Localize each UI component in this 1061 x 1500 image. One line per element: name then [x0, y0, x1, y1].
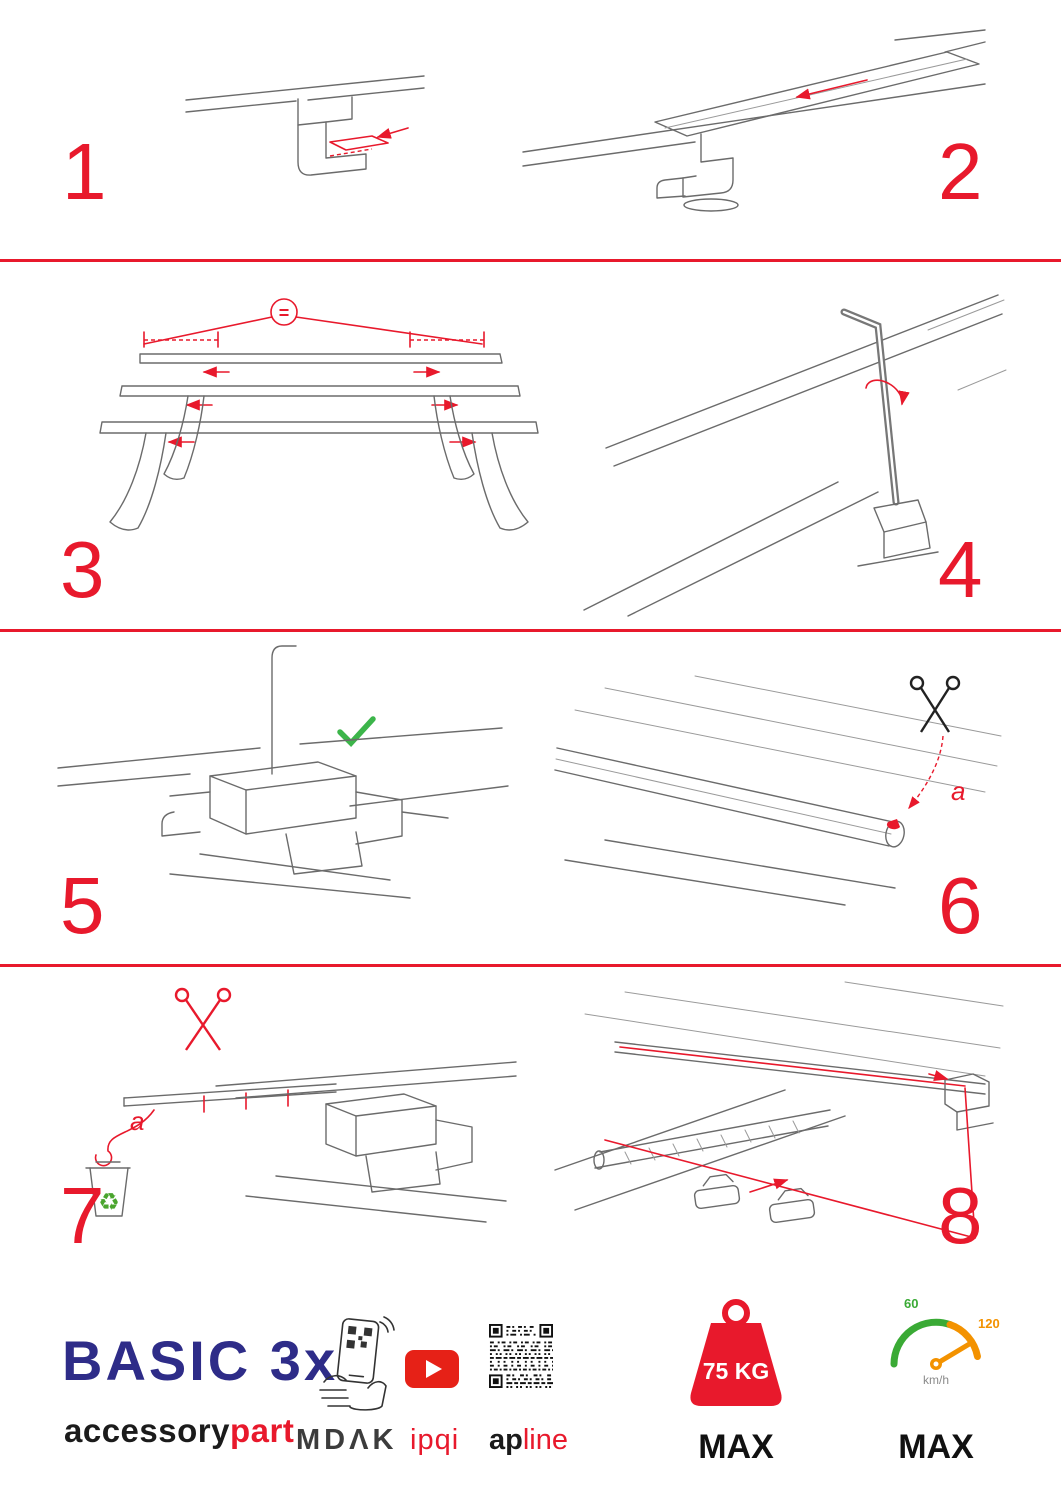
section-divider-1	[0, 259, 1061, 262]
equal-badge	[270, 298, 298, 326]
clamp-body	[209, 761, 357, 835]
step-4-illustration-hex-key-tighten	[583, 294, 1007, 617]
rotate-arrow	[865, 379, 910, 406]
equal-label: =	[279, 303, 290, 323]
scissors-icon	[909, 675, 961, 733]
crossbar-1	[139, 353, 503, 364]
hex-key-long-end	[271, 645, 297, 775]
speed-needle	[933, 1340, 974, 1367]
scissors-icon	[174, 987, 232, 1051]
speed-unit: km/h	[923, 1373, 949, 1387]
left-front-leg	[109, 432, 167, 531]
step-3-number: 3	[60, 525, 105, 614]
slide-arrow	[795, 79, 868, 100]
apline-red: line	[522, 1424, 568, 1456]
rubber-strip-end	[886, 819, 900, 830]
check-icon	[337, 716, 376, 747]
right-rear-leg	[433, 395, 475, 481]
step-3-illustration-rack-alignment: =	[99, 298, 539, 531]
max-weight-value: 75 KG	[703, 1358, 769, 1384]
youtube-icon	[405, 1350, 459, 1388]
t-adapter-1	[693, 1173, 741, 1210]
discard-curl	[94, 1109, 155, 1167]
step-7-number: 7	[60, 1171, 105, 1260]
speed-high-tick: 120	[978, 1316, 1000, 1331]
clamp-body	[325, 1093, 437, 1157]
end-clamp	[944, 1073, 990, 1113]
partner-mdak: MDΛK	[296, 1424, 398, 1456]
left-rear-leg	[163, 395, 205, 481]
right-front-leg	[471, 432, 529, 531]
apline-black: ap	[489, 1424, 523, 1456]
hex-key	[840, 308, 900, 506]
speedometer-icon: 60 120 km/h	[890, 1296, 1000, 1387]
phone-scan-icon	[319, 1316, 395, 1411]
section-divider-2	[0, 629, 1061, 632]
step-8-number: 8	[938, 1171, 983, 1260]
brand-black: accessory	[64, 1412, 230, 1449]
step-6-illustration-cut-strip: a	[554, 675, 1002, 906]
qr-code-icon	[489, 1324, 553, 1388]
crossbar-2	[119, 385, 521, 397]
clamp-pad-highlight	[329, 135, 389, 151]
insert-arrow	[376, 127, 409, 139]
step-8-illustration-tslot-adapters	[554, 981, 1004, 1239]
brand-red: part	[229, 1412, 295, 1449]
step-4-number: 4	[938, 525, 983, 614]
section-divider-3	[0, 964, 1061, 967]
step-1-number: 1	[62, 127, 107, 216]
partner-apline: apline	[489, 1424, 568, 1457]
partner-ipqi: ipqi	[410, 1424, 460, 1456]
step-7-illustration-trim-discard: a ♻	[85, 987, 517, 1223]
brand-wordmark: accessorypart	[64, 1412, 294, 1450]
strip-top	[123, 1083, 337, 1099]
step-5-number: 5	[60, 861, 105, 950]
step-6-number: 6	[938, 861, 983, 950]
step-5-illustration-key-check	[57, 645, 509, 899]
step-1-illustration-clamp-insert	[185, 75, 425, 176]
step-2-number: 2	[938, 127, 983, 216]
recycle-icon: ♻	[98, 1189, 120, 1216]
cut-marks	[203, 1089, 289, 1113]
crossbar-tube	[556, 747, 894, 823]
cut-point-label: a	[951, 776, 965, 806]
crossbar-3	[99, 421, 539, 434]
max-weight-icon: 75 KG	[690, 1299, 782, 1406]
max-speed-label: MAX	[898, 1428, 974, 1466]
product-name: BASIC 3x	[62, 1329, 339, 1392]
top-rail	[614, 1041, 986, 1085]
speed-low-tick: 60	[904, 1296, 918, 1311]
trash-bin-icon	[85, 1161, 131, 1217]
slotted-bar	[599, 1109, 831, 1153]
step-2-illustration-bar-slide	[522, 29, 986, 212]
cut-piece-label: a	[130, 1106, 144, 1136]
max-weight-label: MAX	[698, 1428, 774, 1466]
